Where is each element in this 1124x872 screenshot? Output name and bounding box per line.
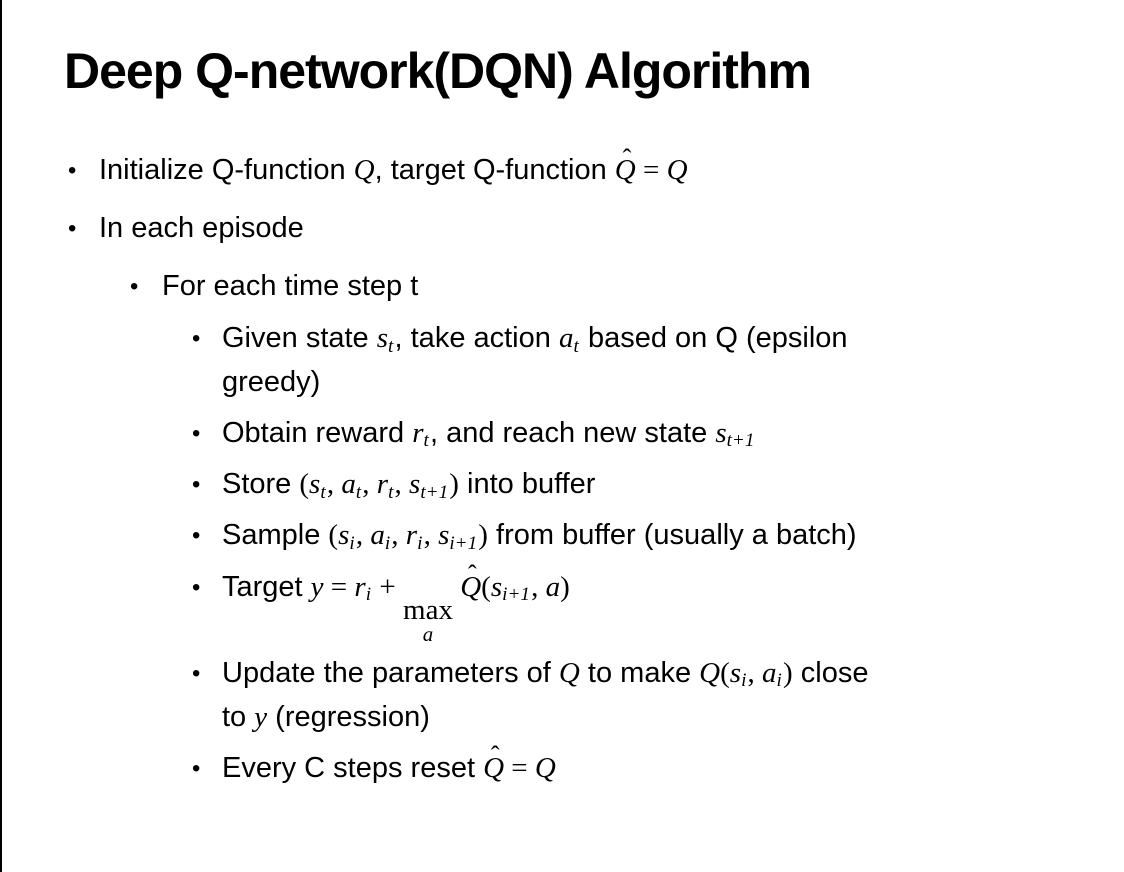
math-variable: a [762, 656, 777, 689]
hat-accent: ˆ [622, 143, 632, 173]
math-variable: y [310, 570, 324, 603]
bullet-item: • Initialize Q-function Q, target Q-funct… [68, 143, 1124, 193]
math-variable: a [341, 468, 356, 501]
bullet-item: • In each episode [68, 207, 1124, 251]
math-variable: Q [534, 751, 556, 784]
math-subscript: t [423, 430, 429, 452]
math-subscript: t [388, 335, 394, 357]
math-variable: a [558, 321, 574, 354]
bullet-list: • Initialize Q-function Q, target Q-funct… [2, 143, 1124, 791]
bullet-marker: • [192, 573, 201, 601]
math-variable: r [405, 519, 418, 552]
math-variable: s [490, 570, 503, 603]
max-under-variable: a [422, 621, 434, 646]
hat-accent: ˆ [490, 741, 500, 771]
bullet-text: In each episode [99, 211, 304, 244]
bullet-item: • Update the parameters of Q to make Q(si… [192, 652, 1124, 740]
bullet-item: •Given state st, take action at based on… [192, 317, 1124, 405]
math-variable: r [354, 570, 366, 603]
bullet-text: For each time step t [162, 269, 419, 302]
bullet-marker: • [192, 754, 201, 782]
math-variable: a [545, 570, 561, 603]
math-subscript: t+1 [726, 430, 755, 452]
math-subscript: i+1 [502, 584, 530, 606]
math-subscript: t [388, 481, 394, 503]
math-variable: s [338, 519, 350, 552]
math-variable: s [376, 321, 389, 354]
math-variable: r [412, 416, 424, 449]
math-variable: a [370, 519, 385, 552]
hat-accent: ˆ [468, 560, 477, 590]
math-variable: r [376, 468, 389, 501]
bullet-item: • Sample (si, ai, ri, si+1) from buffer (… [192, 514, 1124, 558]
math-variable: s [409, 468, 421, 501]
math-variable: s [715, 416, 727, 449]
bullet-text: Given state st, take action at based on … [222, 321, 848, 399]
bullet-marker: • [192, 471, 201, 499]
bullet-marker: • [68, 157, 77, 184]
bullet-item: • For each time step t [130, 265, 1124, 309]
math-subscript: t [320, 481, 326, 503]
bullet-item: • Store (st, at, rt, st+1) into buffer [192, 463, 1124, 507]
math-variable: Q [666, 154, 688, 186]
math-subscript: i [776, 670, 782, 692]
math-variable: Q [699, 656, 721, 689]
math-subscript: t+1 [420, 481, 449, 503]
bullet-text: Initialize Q-function Q, target Q-functi… [99, 143, 688, 186]
math-subscript: i [349, 532, 355, 554]
math-variable: y [254, 701, 268, 733]
bullet-marker: • [130, 272, 139, 300]
math-variable: s [729, 656, 742, 689]
math-subscript: t [573, 335, 579, 357]
bullet-text: Obtain reward rt, and reach new state st… [222, 416, 755, 452]
math-variable: s [309, 468, 321, 501]
bullet-text: Sample (si, ai, ri, si+1) from buffer (u… [222, 519, 857, 554]
bullet-text: Update the parameters of Q to make Q(si,… [222, 656, 869, 733]
bullet-marker: • [192, 419, 201, 447]
math-variable: Q [558, 656, 580, 689]
bullet-marker: • [192, 324, 201, 352]
math-subscript: i [741, 670, 747, 692]
math-subscript: i [365, 584, 372, 606]
math-subscript: t [355, 481, 362, 503]
slide-title: Deep Q-network(DQN) Algorithm [64, 43, 812, 99]
bullet-marker: • [68, 214, 77, 242]
math-subscript: i [417, 532, 423, 554]
math-variable: s [438, 519, 450, 552]
math-variable: Q [353, 154, 375, 186]
math-subscript: i+1 [449, 532, 478, 554]
bullet-marker: • [192, 659, 201, 687]
bullet-text: Store (st, at, rt, st+1) into buffer [222, 468, 596, 503]
bullet-marker: • [192, 522, 201, 550]
bullet-item: •Obtain reward rt, and reach new state s… [192, 412, 1124, 456]
math-subscript: i [384, 532, 391, 554]
